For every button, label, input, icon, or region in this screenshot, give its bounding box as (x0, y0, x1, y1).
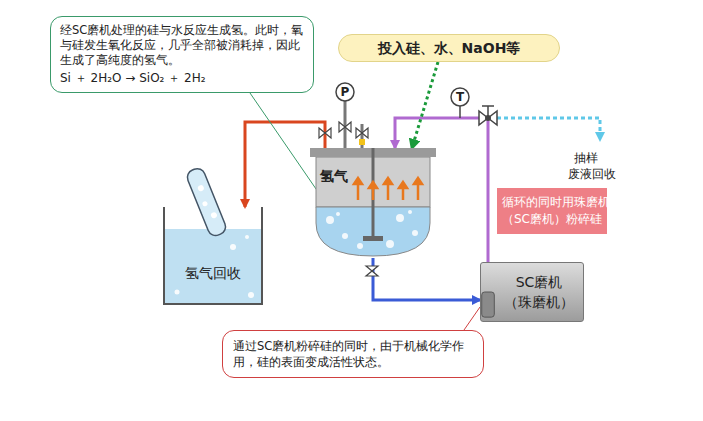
sampling-line (497, 118, 600, 140)
process-note: 循环的同时用珠磨机 （SC磨机）粉碎硅 (497, 188, 607, 234)
gauge-letter: P (336, 84, 354, 100)
sampling-label: 抽样 废液回收 (568, 150, 604, 182)
gas-arrow (399, 182, 407, 200)
note-callout: 通过SC磨机粉碎硅的同时，由于机械化学作用，硅的表面变成活性状态。 (222, 330, 484, 378)
node-text: 循环的同时用珠磨机 （SC磨机）粉碎硅 (502, 194, 602, 228)
slurry-pipe (373, 258, 480, 300)
reactor-tank: 氢气 (310, 148, 436, 258)
gas-arrow (414, 178, 422, 200)
beaker-illustration (163, 207, 263, 305)
thermometer (451, 88, 469, 118)
node-text: 经SC磨机处理的硅与水反应生成氢。此时，氧与硅发生氧化反应，几乎全部被消耗掉，因… (60, 23, 304, 68)
note-callout: 经SC磨机处理的硅与水反应生成氢。此时，氧与硅发生氧化反应，几乎全部被消耗掉，因… (50, 16, 314, 93)
node-text: Si ＋ 2H₂O → SiO₂ ＋ 2H₂ (60, 71, 304, 86)
bead-mill: SC磨机 （珠磨机） (480, 262, 584, 322)
gas-arrow (369, 182, 377, 200)
input-pill: 投入硅、水、NaOH等 (338, 34, 560, 62)
mill-inlet (481, 263, 583, 321)
hydrogen-pipe (245, 122, 325, 207)
relief-nozzle (356, 124, 368, 148)
drain-valve (366, 266, 378, 276)
gas-arrow (354, 178, 362, 200)
feed-arrow (412, 62, 438, 148)
node-text: 氢气回收 (163, 265, 263, 283)
node-text: 氢气 (320, 168, 348, 186)
node-text: 通过SC磨机粉碎硅的同时，由于机械化学作用，硅的表面变成活性状态。 (233, 338, 473, 370)
three-way-valve (479, 106, 497, 125)
gas-arrow (384, 178, 392, 200)
node-text: 投入硅、水、NaOH等 (339, 35, 559, 61)
gauge-letter: T (451, 89, 469, 105)
node-text: SC磨机 （珠磨机） (499, 272, 579, 312)
reactor-illustration (310, 148, 436, 258)
gas-valve (319, 128, 331, 138)
collection-beaker: 氢气回收 (163, 207, 263, 305)
pressure-gauge (336, 83, 354, 148)
leader-line (464, 307, 480, 330)
